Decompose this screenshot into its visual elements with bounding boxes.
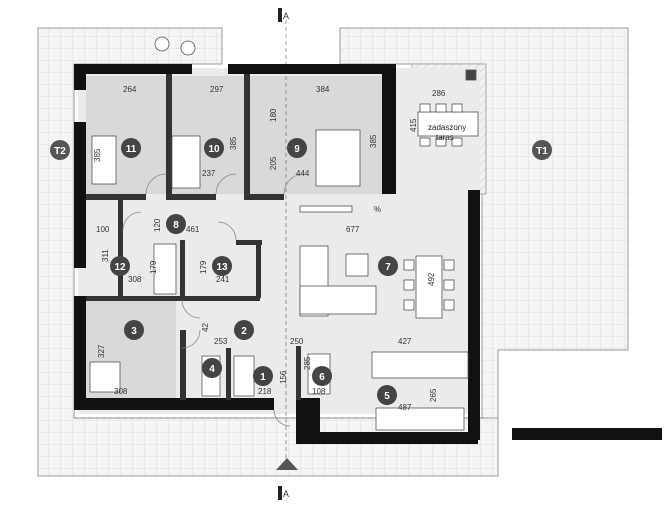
svg-text:5: 5 xyxy=(384,391,390,402)
dim-444: 444 xyxy=(296,169,310,178)
dim-327: 327 xyxy=(97,344,106,358)
dim-384: 384 xyxy=(316,85,330,94)
section-marker-bottom: A xyxy=(278,486,289,500)
dim-677: 677 xyxy=(346,225,360,234)
dim-250: 250 xyxy=(290,337,304,346)
chair xyxy=(180,40,196,56)
percent-mark: % xyxy=(374,205,381,214)
dim-308-a: 308 xyxy=(128,275,142,284)
interior-walls xyxy=(86,74,301,400)
fireplace xyxy=(299,205,353,213)
coffee-table xyxy=(345,253,369,277)
dim-385-b: 385 xyxy=(229,136,238,150)
dim-205: 205 xyxy=(269,156,278,170)
svg-text:T2: T2 xyxy=(54,146,66,157)
dim-264: 264 xyxy=(123,85,137,94)
bed-room-10 xyxy=(171,135,201,189)
room-badge-12: 12 xyxy=(110,256,130,276)
section-marker-top: A xyxy=(278,8,289,22)
svg-text:7: 7 xyxy=(385,262,391,273)
dim-237: 237 xyxy=(202,169,216,178)
dim-179-b: 179 xyxy=(199,260,208,274)
dim-179-a: 179 xyxy=(149,260,158,274)
dim-156: 156 xyxy=(279,370,288,384)
dim-311: 311 xyxy=(101,249,110,262)
dim-285: 285 xyxy=(303,356,312,370)
svg-text:9: 9 xyxy=(294,144,300,155)
closet xyxy=(233,355,255,397)
room-badge-8: 8 xyxy=(166,214,186,234)
svg-text:8: 8 xyxy=(173,220,179,231)
covered-terrace-label-2: taras xyxy=(436,133,454,142)
kitchen-island xyxy=(371,351,469,379)
dim-218: 218 xyxy=(258,387,272,396)
room-badges: 11 10 9 8 12 13 7 3 2 4 1 6 5 xyxy=(110,138,398,405)
dim-385-c: 385 xyxy=(369,134,378,148)
terrace-table xyxy=(417,111,479,137)
svg-text:3: 3 xyxy=(131,326,137,337)
dim-461: 461 xyxy=(186,225,200,234)
dim-297: 297 xyxy=(210,85,224,94)
room-badge-6: 6 xyxy=(312,366,332,386)
chair xyxy=(154,36,170,52)
dim-286: 286 xyxy=(432,89,446,98)
bed-room-11 xyxy=(91,135,117,185)
room-badge-13: 13 xyxy=(212,256,232,276)
dim-120: 120 xyxy=(153,218,162,232)
svg-text:T1: T1 xyxy=(536,146,548,157)
svg-text:1: 1 xyxy=(260,372,266,383)
armchair xyxy=(89,361,121,393)
dim-108: 108 xyxy=(312,387,326,396)
section-label-bottom: A xyxy=(283,489,289,499)
dining-table xyxy=(415,255,443,319)
svg-text:4: 4 xyxy=(209,364,215,375)
door-swings xyxy=(122,173,305,427)
room-badge-4: 4 xyxy=(202,358,222,378)
bed-room-9 xyxy=(315,129,361,187)
dim-253: 253 xyxy=(214,337,228,346)
room-badge-2: 2 xyxy=(234,320,254,340)
dim-180: 180 xyxy=(269,108,278,122)
terrace-badge-t1: T1 xyxy=(532,140,552,160)
sofa-chaise xyxy=(299,285,377,315)
dim-492: 492 xyxy=(427,272,436,286)
terrace-badge-t2: T2 xyxy=(50,140,70,160)
dim-427: 427 xyxy=(398,337,412,346)
svg-text:12: 12 xyxy=(114,262,126,273)
svg-text:13: 13 xyxy=(216,262,228,273)
kitchen-counter xyxy=(375,407,465,431)
exterior-walls xyxy=(74,64,662,444)
room-badge-11: 11 xyxy=(121,138,141,158)
furniture xyxy=(89,36,479,431)
bathtub xyxy=(153,243,177,295)
svg-text:6: 6 xyxy=(319,372,325,383)
room-badge-10: 10 xyxy=(204,138,224,158)
section-label-top: A xyxy=(283,11,289,21)
room-badge-5: 5 xyxy=(377,385,397,405)
svg-text:10: 10 xyxy=(208,144,220,155)
dim-42: 42 xyxy=(201,323,210,332)
room-badge-3: 3 xyxy=(124,320,144,340)
room-badge-7: 7 xyxy=(378,256,398,276)
dim-265: 265 xyxy=(429,388,438,402)
dim-385-a: 385 xyxy=(93,148,102,162)
svg-text:2: 2 xyxy=(241,326,247,337)
room-badge-9: 9 xyxy=(287,138,307,158)
room-badge-1: 1 xyxy=(253,366,273,386)
dim-415: 415 xyxy=(409,118,418,132)
dimensions: 264 297 384 180 385 385 385 237 205 444 … xyxy=(93,85,438,412)
svg-text:11: 11 xyxy=(126,144,137,155)
dim-100: 100 xyxy=(96,225,110,234)
covered-terrace-label-1: zadaszony xyxy=(428,123,466,132)
dim-241: 241 xyxy=(216,275,230,284)
dim-308-b: 308 xyxy=(114,387,128,396)
dim-487: 487 xyxy=(398,403,412,412)
entrance-arrow xyxy=(276,458,298,470)
